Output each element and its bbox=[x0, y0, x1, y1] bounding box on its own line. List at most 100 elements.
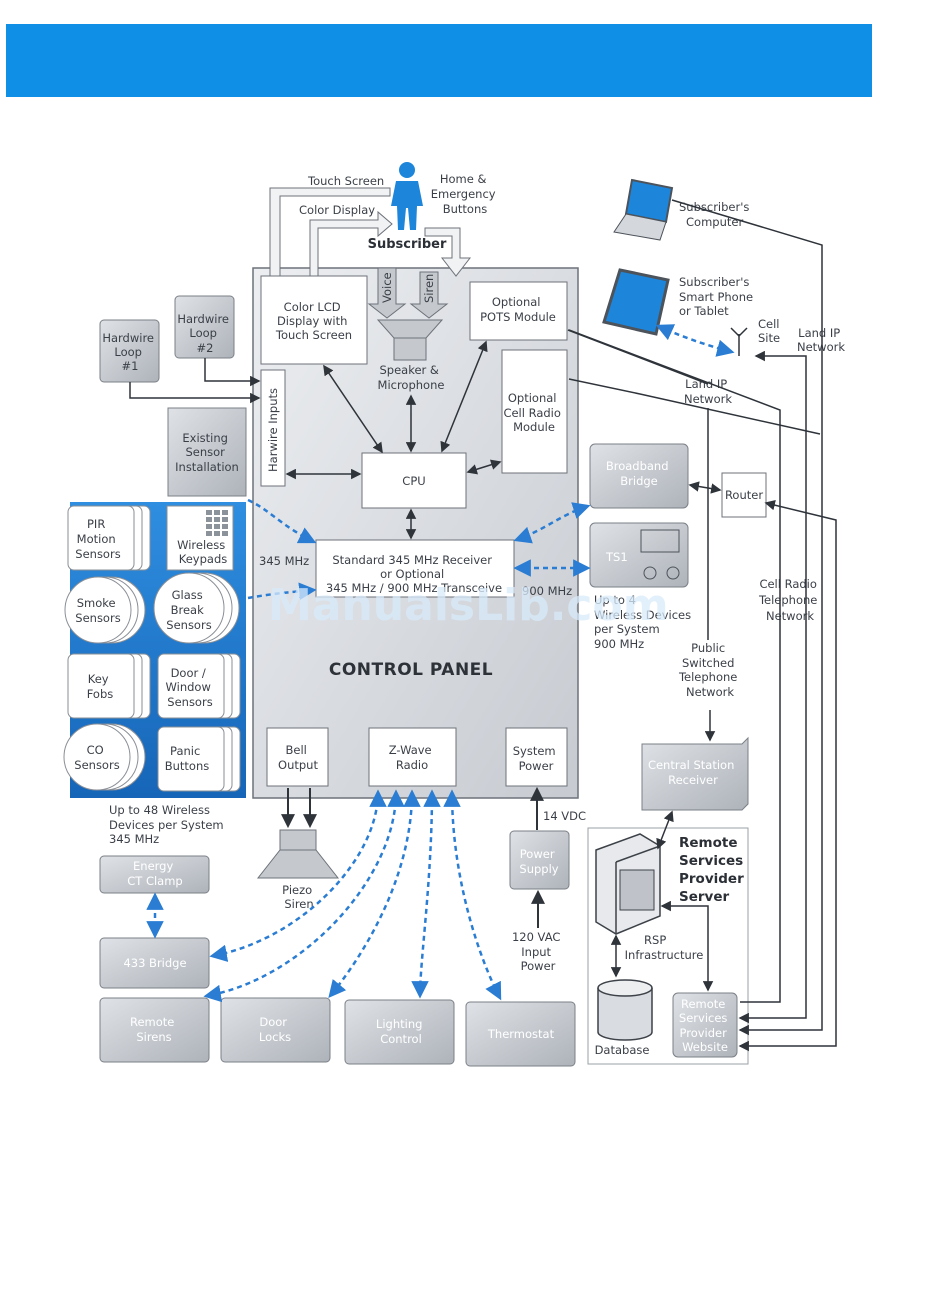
pstn-line: Telephone bbox=[678, 670, 737, 684]
svg-text:PIR Motion Sensors: PIR Motion Sensors bbox=[75, 517, 120, 561]
svg-text:Up to 4 Wireless Devices: Up to 4 Wireless Devices per System 900 … bbox=[594, 593, 695, 651]
svg-text:Panic Buttons: Panic Buttons bbox=[165, 744, 210, 773]
zwave-radio-box bbox=[368, 727, 457, 787]
svg-text:Land IP Network: Land IP Network bbox=[684, 377, 732, 406]
ts1-device bbox=[589, 522, 689, 588]
cell-module-line: Optional bbox=[508, 391, 557, 405]
speaker-icon bbox=[376, 319, 444, 361]
loop1-line: Hardwire bbox=[102, 331, 154, 345]
voice-label: Voice bbox=[380, 272, 394, 303]
svg-text:Door Locks: Door Locks bbox=[259, 1015, 291, 1044]
keypads-line: Wireless bbox=[177, 538, 225, 552]
lcd-line: Touch Screen bbox=[275, 328, 352, 342]
phone-line: Subscriber's bbox=[679, 275, 749, 289]
bell-line: Output bbox=[278, 758, 318, 772]
co-sensors bbox=[63, 723, 146, 791]
svg-text:120 VAC Input Power: 120 VAC Input Power bbox=[512, 930, 564, 973]
database-label: Database bbox=[595, 1043, 650, 1057]
speaker-line: Speaker & bbox=[379, 363, 438, 377]
central-line: Receiver bbox=[668, 773, 718, 787]
freq-900-label: 900 MHz bbox=[522, 584, 572, 598]
control-panel-title: CONTROL PANEL bbox=[329, 660, 493, 680]
pir-line: PIR bbox=[87, 517, 105, 531]
smoke-line: Smoke bbox=[77, 596, 116, 610]
website-line: Remote bbox=[681, 997, 725, 1011]
broadband-line: Broadband bbox=[606, 459, 669, 473]
svg-text:Existing Sensor Instal: Existing Sensor Installation bbox=[175, 431, 239, 474]
svg-text:Optional Cell Radio Mo: Optional Cell Radio Module bbox=[503, 391, 564, 434]
power-supply-box bbox=[509, 830, 570, 890]
energy-line: CT Clamp bbox=[127, 874, 182, 888]
voice-arrow bbox=[367, 267, 407, 319]
cell-site-line: Site bbox=[758, 331, 780, 345]
smoke-line: Sensors bbox=[75, 611, 120, 625]
subscriber-label: Subscriber bbox=[368, 237, 447, 252]
system-power-line: Power bbox=[519, 759, 554, 773]
land-ip-mid-line: Network bbox=[684, 392, 732, 406]
computer-line: Computer bbox=[686, 215, 743, 229]
cell-site-line: Cell bbox=[758, 317, 780, 331]
locks-line: Locks bbox=[259, 1030, 291, 1044]
doorwin-line: Door / bbox=[171, 666, 206, 680]
pir-line: Motion bbox=[77, 532, 116, 546]
receiver-line: or Optional bbox=[380, 567, 444, 581]
pots-module-box bbox=[469, 281, 568, 341]
ts-note-line: Wireless Devices bbox=[594, 608, 691, 622]
svg-text:Standard 345 MHz Receiver: Standard 345 MHz Receiver or Optional 34… bbox=[326, 553, 502, 595]
svg-text:Hardwire Loop #2: Hardwire Loop #2 bbox=[177, 312, 232, 355]
locks-line: Door bbox=[259, 1015, 287, 1029]
energy-line: Energy bbox=[133, 859, 173, 873]
svg-text:Color LCD Display with: Color LCD Display with Touch Screen bbox=[275, 300, 352, 342]
existing-line: Sensor bbox=[185, 445, 225, 459]
pir-line: Sensors bbox=[75, 547, 120, 561]
color-display-arrow bbox=[309, 210, 393, 277]
computer-line: Subscriber's bbox=[679, 200, 749, 214]
svg-text:Remote Services Provid: Remote Services Provider Website bbox=[679, 997, 731, 1054]
emergency-buttons-arrow bbox=[424, 227, 472, 277]
website-line: Services bbox=[679, 1011, 728, 1025]
lighting-line: Control bbox=[380, 1032, 422, 1046]
thermostat-label: Thermostat bbox=[487, 1027, 555, 1041]
watermark: ManualsLib.com bbox=[268, 580, 669, 631]
svg-text:Home & Emergency Butto: Home & Emergency Buttons bbox=[431, 172, 500, 216]
cell-network-line: Telephone bbox=[758, 593, 817, 607]
loop1-line: #1 bbox=[122, 359, 139, 373]
loop2-line: Loop bbox=[189, 326, 217, 340]
piezo-line: Piezo bbox=[282, 883, 312, 897]
input-power-line: 120 VAC bbox=[512, 930, 560, 944]
glass-break-sensors bbox=[153, 572, 240, 644]
keyfobs-line: Fobs bbox=[87, 687, 114, 701]
svg-text:Wireless Keypads: Wireless Keypads bbox=[177, 538, 229, 566]
svg-text:Bell Output: Bell Output bbox=[278, 743, 318, 772]
ts-note-line: 900 MHz bbox=[594, 637, 644, 651]
server-icon bbox=[595, 833, 661, 935]
svg-text:Central Station Receiver: Central Station Receiver bbox=[648, 758, 738, 787]
cell-radio-module-box bbox=[501, 349, 568, 474]
keyfobs-line: Key bbox=[88, 672, 109, 686]
system-power-box bbox=[505, 727, 568, 787]
vdc-label: 14 VDC bbox=[543, 809, 586, 823]
wireless-note-line: Up to 48 Wireless bbox=[109, 803, 210, 817]
loop2-line: #2 bbox=[197, 341, 214, 355]
zwave-line: Radio bbox=[396, 758, 428, 772]
rsp-server-line: Provider bbox=[679, 871, 744, 887]
pstn-line: Switched bbox=[682, 656, 734, 670]
svg-text:Broadband Bridge: Broadband Bridge bbox=[606, 459, 672, 488]
power-arrows bbox=[530, 786, 545, 928]
glass-line: Sensors bbox=[166, 618, 211, 632]
receiver-line: Standard 345 MHz Receiver bbox=[332, 553, 492, 567]
rsp-server-line: Remote bbox=[679, 835, 738, 851]
network-connectors bbox=[567, 199, 837, 1052]
siren-arrow bbox=[409, 271, 449, 319]
power-supply-line: Supply bbox=[519, 862, 558, 876]
ts1-screen bbox=[640, 529, 680, 553]
key-fobs bbox=[67, 653, 151, 719]
ts1-knob-icon bbox=[643, 566, 657, 580]
svg-text:Piezo Siren: Piezo Siren bbox=[282, 883, 316, 911]
co-line: CO bbox=[87, 743, 104, 757]
wireless-links bbox=[146, 324, 735, 1003]
wireless-note-line: Devices per System bbox=[109, 818, 224, 832]
bridge-433-label: 433 Bridge bbox=[123, 956, 186, 970]
rsp-website-box bbox=[672, 992, 738, 1058]
